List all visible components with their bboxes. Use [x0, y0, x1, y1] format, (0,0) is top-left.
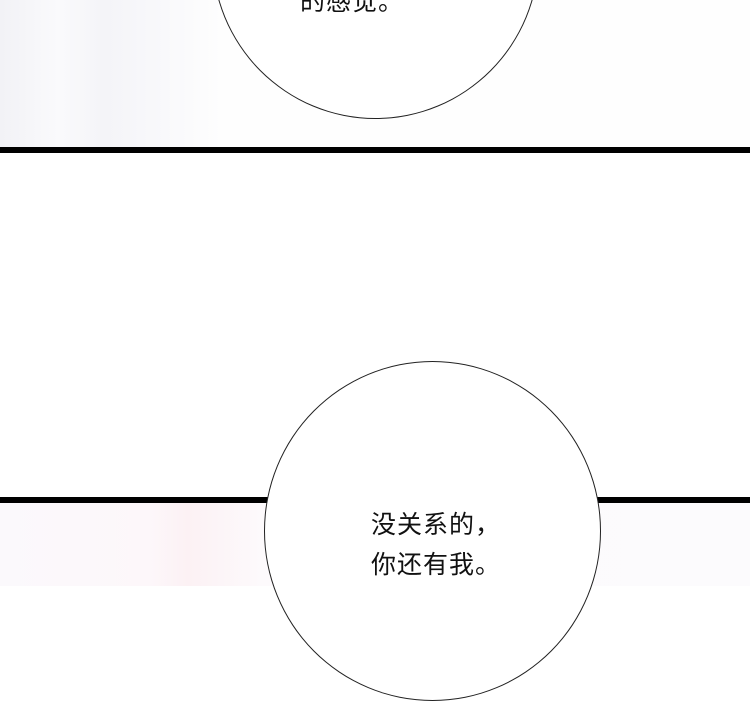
- speech-text-line-2: 你还有我。: [371, 550, 502, 579]
- speech-text: 的感觉。: [300, 0, 405, 16]
- speech-text-line-1: 没关系的，: [371, 510, 502, 539]
- panel-border: [0, 147, 750, 153]
